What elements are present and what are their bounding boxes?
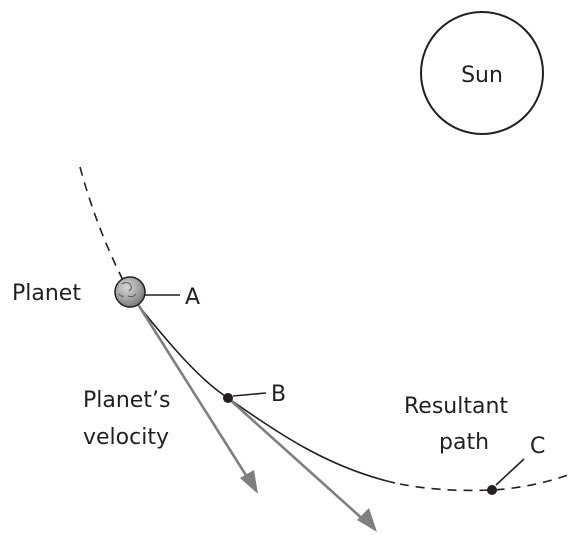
leader-line-b <box>232 392 267 397</box>
planet-surface-markings <box>118 282 137 298</box>
resultant-path-solid <box>133 299 396 484</box>
sun-label: Sun <box>461 63 503 88</box>
orbit-dashed-upper <box>79 166 127 287</box>
velocity-label-line1: Planet’s <box>83 388 170 413</box>
velocity-arrow-b-head <box>357 508 377 532</box>
leader-line-c <box>495 458 525 486</box>
velocity-arrow-a-shaft <box>132 297 251 481</box>
resultant-path-label-line2: path <box>439 430 489 455</box>
point-c-dot <box>487 485 497 495</box>
velocity-label-line2: velocity <box>83 425 169 450</box>
velocity-arrow-a-head <box>240 470 258 494</box>
planet-circle <box>114 276 146 308</box>
velocity-arrow-b-shaft <box>227 397 367 523</box>
point-a-label: A <box>185 285 200 310</box>
point-c-label: C <box>530 434 545 459</box>
point-b-label: B <box>271 382 286 407</box>
resultant-path-label-line1: Resultant <box>404 394 508 419</box>
sun-circle <box>420 11 544 135</box>
point-b-dot <box>223 393 233 403</box>
planet-label: Planet <box>12 281 81 306</box>
orbit-dashed-lower <box>399 474 569 492</box>
